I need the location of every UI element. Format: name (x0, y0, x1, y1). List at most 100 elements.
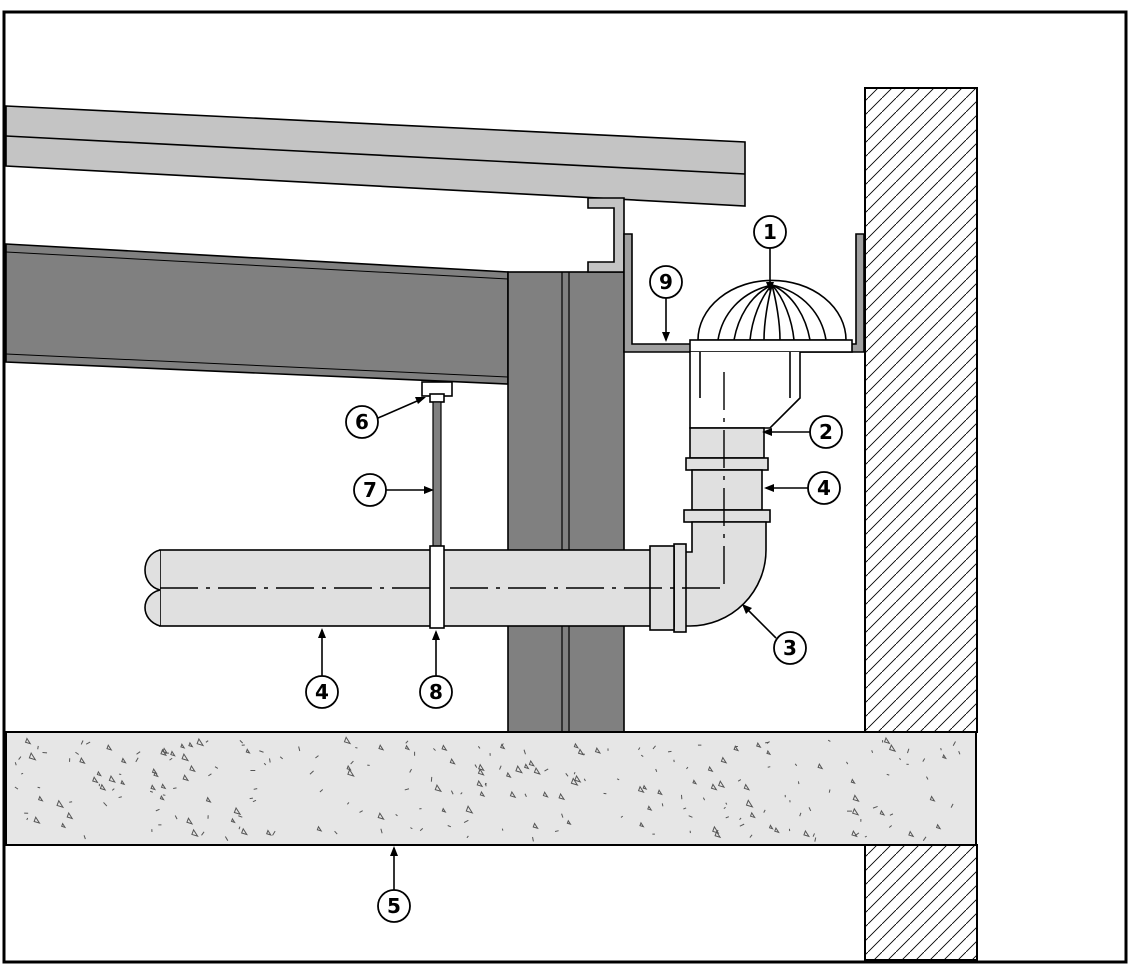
aggregate-speck (574, 774, 582, 783)
aggregate-speck (434, 784, 443, 793)
aggregate-speck (639, 821, 645, 828)
aggregate-speck (768, 824, 774, 830)
aggregate-speck (189, 764, 196, 773)
aggregate-speck (524, 763, 530, 770)
aggregate-speck (712, 825, 720, 834)
aggregate-speck (524, 793, 527, 798)
aggregate-speck (359, 810, 363, 813)
horizontal-pipe (144, 372, 725, 631)
aggregate-speck (640, 754, 644, 757)
aggregate-speck (188, 741, 194, 748)
aggregate-speck (205, 740, 209, 743)
aggregate-speck (224, 836, 229, 841)
aggregate-speck (958, 751, 961, 755)
aggregate-speck (908, 830, 915, 838)
aggregate-speck (135, 757, 139, 763)
aggregate-speck (182, 774, 190, 782)
aggregate-speck (846, 761, 849, 765)
aggregate-speck (852, 794, 860, 802)
callout-label: 3 (783, 636, 797, 660)
aggregate-speck (851, 830, 858, 838)
aggregate-speck (940, 748, 942, 751)
vertical-pipe (683, 469, 771, 523)
aggregate-speck (523, 749, 526, 755)
aggregate-speck (749, 834, 753, 838)
aggregate-speck (799, 812, 802, 817)
pipe-elbow (673, 521, 767, 633)
aggregate-speck (532, 822, 539, 830)
aggregate-speck (33, 816, 41, 824)
aggregate-speck (808, 807, 812, 812)
steel-column (507, 271, 625, 733)
aggregate-speck (343, 736, 352, 745)
aggregate-speck (346, 802, 350, 805)
aggregate-speck (803, 829, 811, 838)
callout-label: 9 (659, 270, 673, 294)
aggregate-speck (120, 779, 126, 786)
aggregate-speck (749, 811, 756, 819)
aggregate-speck (136, 751, 141, 755)
aggregate-speck (814, 837, 817, 842)
aggregate-speck (828, 789, 831, 793)
aggregate-speck (544, 768, 549, 772)
aggregate-speck (570, 777, 579, 786)
aggregate-speck (657, 789, 663, 796)
aggregate-speck (565, 773, 569, 777)
aggregate-speck (763, 809, 766, 813)
aggregate-speck (583, 778, 586, 782)
aggregate-speck (103, 802, 108, 807)
leader-lines (318, 248, 810, 890)
aggregate-speck (233, 806, 242, 816)
aggregate-speck (850, 778, 856, 784)
pipe-hanger (421, 381, 453, 629)
aggregate-speck (346, 764, 352, 771)
aggregate-speck (888, 825, 893, 828)
aggregate-speck (79, 756, 86, 764)
aggregate-speck (80, 740, 84, 745)
aggregate-speck (942, 753, 947, 760)
aggregate-speck (409, 768, 412, 773)
aggregate-speck (377, 812, 385, 820)
aggregate-speck (14, 762, 17, 766)
aggregate-speck (871, 750, 874, 753)
callout-label: 4 (817, 476, 831, 500)
aggregate-speck (827, 739, 831, 742)
aggregate-speck (419, 827, 424, 832)
callout-1: 1 (753, 215, 787, 249)
aggregate-speck (561, 813, 564, 818)
aggregate-speck (108, 774, 116, 783)
aggregate-speck (528, 759, 535, 767)
aggregate-speck (477, 768, 485, 776)
aggregate-speck (405, 740, 409, 744)
aggregate-speck (433, 748, 436, 751)
aggregate-speck (159, 794, 165, 801)
aggregate-speck (817, 763, 824, 770)
aggregate-speck (245, 748, 251, 754)
aggregate-speck (180, 743, 186, 749)
aggregate-speck (174, 815, 178, 820)
aggregate-speck (692, 779, 698, 785)
aggregate-speck (501, 828, 504, 831)
aggregate-speck (173, 787, 177, 790)
aggregate-speck (558, 792, 566, 801)
aggregate-speck (707, 765, 714, 773)
aggregate-speck (466, 835, 469, 839)
aggregate-speck (899, 757, 901, 761)
aggregate-speck (28, 751, 37, 761)
aggregate-speck (889, 813, 894, 816)
channel-purlin (587, 197, 625, 273)
aggregate-speck (642, 784, 648, 790)
aggregate-speck (647, 805, 653, 811)
aggregate-speck (515, 765, 523, 774)
aggregate-speck (205, 796, 212, 803)
aggregate-speck (720, 756, 728, 764)
concrete-slab (5, 731, 977, 846)
aggregate-speck (723, 806, 726, 810)
aggregate-speck (566, 819, 572, 826)
aggregate-speck (315, 755, 319, 759)
aggregate-speck (460, 792, 463, 795)
aggregate-speck (170, 750, 176, 757)
aggregate-speck (263, 762, 267, 766)
aggregate-speck (922, 836, 927, 841)
aggregate-speck (298, 746, 301, 752)
